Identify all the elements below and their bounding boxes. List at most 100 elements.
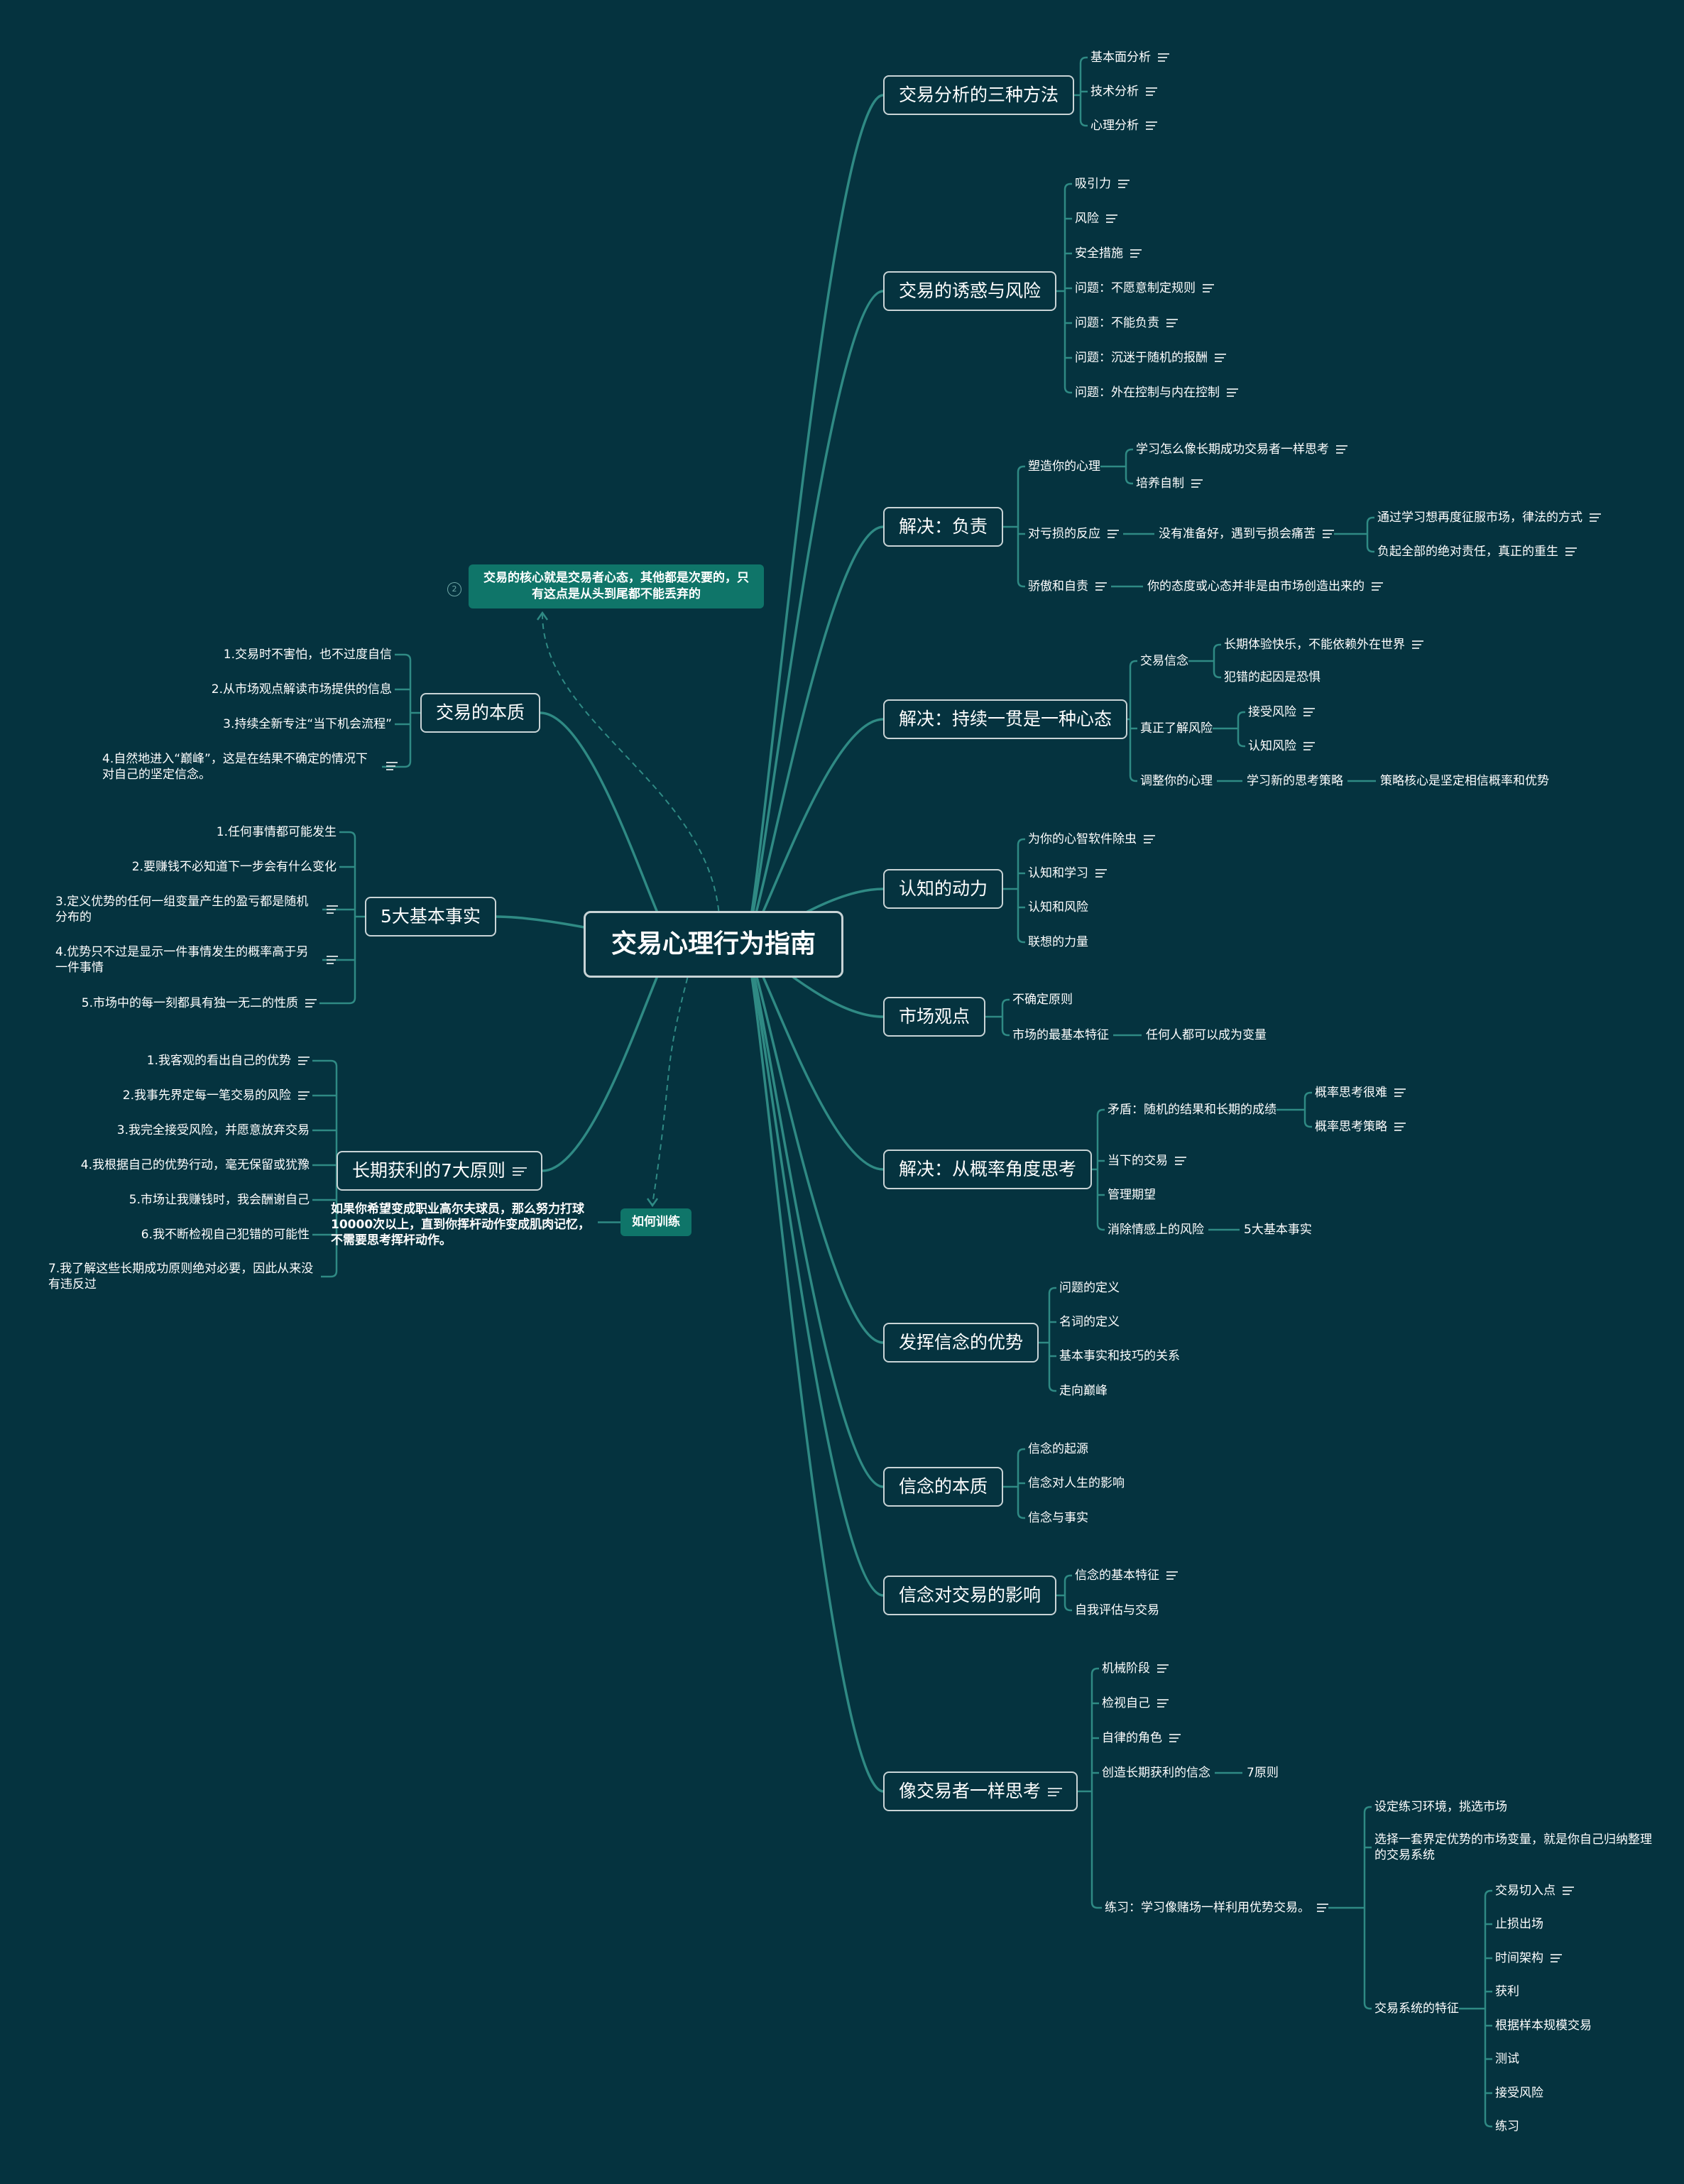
note-icon[interactable] — [1323, 528, 1334, 540]
leaf-practice-casino[interactable]: 练习：学习像赌场一样利用优势交易。 — [1105, 1900, 1328, 1916]
note-icon[interactable] — [1336, 443, 1347, 456]
note-icon[interactable] — [1175, 1154, 1186, 1167]
leaf-full-responsibility[interactable]: 负起全部的绝对责任，真正的重生 — [1377, 544, 1577, 559]
note-icon[interactable] — [1095, 580, 1107, 593]
leaf-create-belief[interactable]: 创造长期获利的信念 — [1102, 1766, 1210, 1780]
note-icon[interactable] — [1048, 1786, 1063, 1798]
topic-seven-principles[interactable]: 长期获利的7大原则 — [337, 1151, 542, 1191]
leaf-safety-measures[interactable]: 安全措施 — [1075, 246, 1142, 261]
leaf-accept-risk[interactable]: 接受风险 — [1248, 704, 1315, 720]
note-icon[interactable] — [1095, 867, 1107, 880]
note-icon[interactable] — [386, 760, 398, 772]
leaf-problem-random-rewards[interactable]: 问题：沉迷于随机的报酬 — [1075, 350, 1226, 366]
leaf-five-facts-ref[interactable]: 5大基本事实 — [1244, 1223, 1312, 1237]
note-icon[interactable] — [305, 997, 317, 1010]
topic-cognitive-dynamics[interactable]: 认知的动力 — [883, 869, 1004, 909]
leaf-facts-skills[interactable]: 基本事实和技巧的关系 — [1059, 1349, 1180, 1363]
leaf-recognize-risk[interactable]: 认知风险 — [1248, 738, 1315, 754]
note-icon[interactable] — [512, 1165, 527, 1178]
leaf-loss-reaction[interactable]: 对亏损的反应 — [1028, 526, 1119, 542]
note-icon[interactable] — [298, 1054, 310, 1067]
leaf-role-discipline[interactable]: 自律的角色 — [1102, 1730, 1181, 1746]
root-topic[interactable]: 交易心理行为指南 — [584, 911, 844, 978]
leaf-belief-features[interactable]: 信念的基本特征 — [1075, 1568, 1178, 1583]
leaf-set-environment[interactable]: 设定练习环境，挑选市场 — [1374, 1800, 1507, 1814]
leaf-sample-size[interactable]: 根据样本规模交易 — [1495, 2019, 1592, 2033]
note-icon[interactable] — [1169, 1732, 1181, 1745]
topic-nature-of-trading[interactable]: 交易的本质 — [420, 693, 541, 733]
leaf-no-need-to-know[interactable]: 2.要赚钱不必知道下一步会有什么变化 — [131, 860, 337, 874]
leaf-practice[interactable]: 练习 — [1495, 2119, 1519, 2134]
leaf-understand-risk[interactable]: 真正了解风险 — [1140, 721, 1213, 736]
leaf-term-definition[interactable]: 名词的定义 — [1059, 1315, 1120, 1329]
leaf-debug-mind[interactable]: 为你的心智软件除虫 — [1028, 831, 1155, 847]
note-icon[interactable] — [1563, 1884, 1574, 1897]
note-icon[interactable] — [1590, 511, 1601, 524]
leaf-attitude-not-market[interactable]: 你的态度或心态并非是由市场创造出来的 — [1147, 579, 1383, 594]
note-icon[interactable] — [1146, 119, 1157, 132]
leaf-seven-principles-ref[interactable]: 7原则 — [1247, 1766, 1279, 1780]
note-icon[interactable] — [1565, 545, 1577, 558]
leaf-accept-and-abandon[interactable]: 3.我完全接受风险，并愿意放弃交易 — [116, 1123, 310, 1137]
topic-think-like-trader[interactable]: 像交易者一样思考 — [883, 1771, 1078, 1811]
leaf-power-association[interactable]: 联想的力量 — [1028, 935, 1088, 949]
note-icon[interactable] — [1394, 1120, 1406, 1133]
leaf-current-trade[interactable]: 当下的交易 — [1108, 1153, 1186, 1169]
leaf-contradiction[interactable]: 矛盾：随机的结果和长期的成绩 — [1108, 1103, 1276, 1117]
leaf-attraction[interactable]: 吸引力 — [1075, 176, 1130, 192]
topic-consistency-mindset[interactable]: 解决：持续一贯是一种心态 — [883, 699, 1128, 739]
note-icon[interactable] — [1158, 51, 1169, 64]
leaf-cognition-risk[interactable]: 认知和风险 — [1028, 900, 1088, 914]
leaf-manage-expectation[interactable]: 管理期望 — [1108, 1188, 1156, 1202]
note-icon[interactable] — [1215, 351, 1226, 364]
leaf-problem-no-rules[interactable]: 问题：不愿意制定规则 — [1075, 280, 1214, 296]
note-icon[interactable] — [1551, 1952, 1562, 1965]
leaf-belief-facts[interactable]: 信念与事实 — [1028, 1511, 1088, 1525]
note-icon[interactable] — [1317, 1901, 1328, 1914]
leaf-profit[interactable]: 获利 — [1495, 1984, 1519, 1999]
note-icon[interactable] — [1157, 1662, 1169, 1675]
topic-probability-thinking[interactable]: 解决：从概率角度思考 — [883, 1150, 1093, 1189]
topic-belief-on-trading[interactable]: 信念对交易的影响 — [883, 1576, 1057, 1615]
leaf-pride-self-blame[interactable]: 骄傲和自责 — [1028, 579, 1107, 594]
leaf-think-like-winner[interactable]: 学习怎么像长期成功交易者一样思考 — [1136, 442, 1347, 457]
leaf-reward-self[interactable]: 5.市场让我赚钱时，我会酬谢自己 — [129, 1193, 310, 1207]
leaf-error-fear[interactable]: 犯错的起因是恐惧 — [1224, 670, 1321, 684]
leaf-predefine-risk[interactable]: 2.我事先界定每一笔交易的风险 — [85, 1088, 310, 1103]
note-icon[interactable] — [1227, 386, 1238, 399]
note-icon[interactable] — [1394, 1086, 1406, 1099]
leaf-new-thinking[interactable]: 学习新的思考策略 — [1247, 774, 1343, 788]
leaf-stop-loss[interactable]: 止损出场 — [1495, 1917, 1543, 1931]
topic-temptation-and-risk[interactable]: 交易的诱惑与风险 — [883, 271, 1057, 311]
leaf-enter-zone[interactable]: 4.自然地进入“巅峰”，这是在结果不确定的情况下对自己的坚定信念。 — [102, 752, 368, 782]
leaf-strategy-core[interactable]: 策略核心是坚定相信概率和优势 — [1380, 774, 1549, 788]
leaf-unique-moment[interactable]: 5.市场中的每一刻都具有独一无二的性质 — [71, 995, 317, 1011]
how-to-train-callout[interactable]: 如何训练 — [620, 1208, 691, 1236]
leaf-mechanical-stage[interactable]: 机械阶段 — [1102, 1661, 1169, 1676]
leaf-self-discipline[interactable]: 培养自制 — [1136, 476, 1203, 491]
leaf-market-basic-feature[interactable]: 市场的最基本特征 — [1012, 1028, 1109, 1042]
note-icon[interactable] — [1146, 85, 1157, 98]
note-icon[interactable] — [1166, 1569, 1178, 1582]
leaf-check-errors[interactable]: 6.我不断检视自己犯错的可能性 — [141, 1228, 310, 1242]
leaf-long-term-joy[interactable]: 长期体验快乐，不能依赖外在世界 — [1224, 637, 1423, 653]
leaf-uncertainty-principle[interactable]: 不确定原则 — [1012, 993, 1073, 1007]
leaf-accept-risk-2[interactable]: 接受风险 — [1495, 2086, 1543, 2100]
leaf-entry-point[interactable]: 交易切入点 — [1495, 1883, 1574, 1899]
leaf-problem-definition[interactable]: 问题的定义 — [1059, 1281, 1120, 1295]
leaf-see-edge[interactable]: 1.我客观的看出自己的优势 — [106, 1053, 310, 1069]
leaf-edge-probability[interactable]: 4.优势只不过是显示一件事情发生的概率高于另一件事情 — [55, 945, 309, 975]
leaf-belief-life-impact[interactable]: 信念对人生的影响 — [1028, 1476, 1125, 1490]
topic-take-responsibility[interactable]: 解决：负责 — [883, 507, 1004, 547]
note-icon[interactable] — [1108, 528, 1119, 540]
leaf-technical-analysis[interactable]: 技术分析 — [1090, 84, 1157, 99]
leaf-prob-hard[interactable]: 概率思考很难 — [1315, 1085, 1406, 1101]
leaf-belief-origin[interactable]: 信念的起源 — [1028, 1442, 1088, 1456]
note-icon[interactable] — [1303, 706, 1315, 719]
leaf-fundamental-analysis[interactable]: 基本面分析 — [1090, 50, 1169, 65]
leaf-problem-control[interactable]: 问题：外在控制与内在控制 — [1075, 385, 1238, 400]
leaf-anything-happens[interactable]: 1.任何事情都可能发生 — [216, 825, 337, 839]
topic-five-fundamental-truths[interactable]: 5大基本事实 — [365, 897, 496, 937]
note-icon[interactable] — [1191, 477, 1203, 490]
topic-nature-of-belief[interactable]: 信念的本质 — [883, 1467, 1004, 1507]
